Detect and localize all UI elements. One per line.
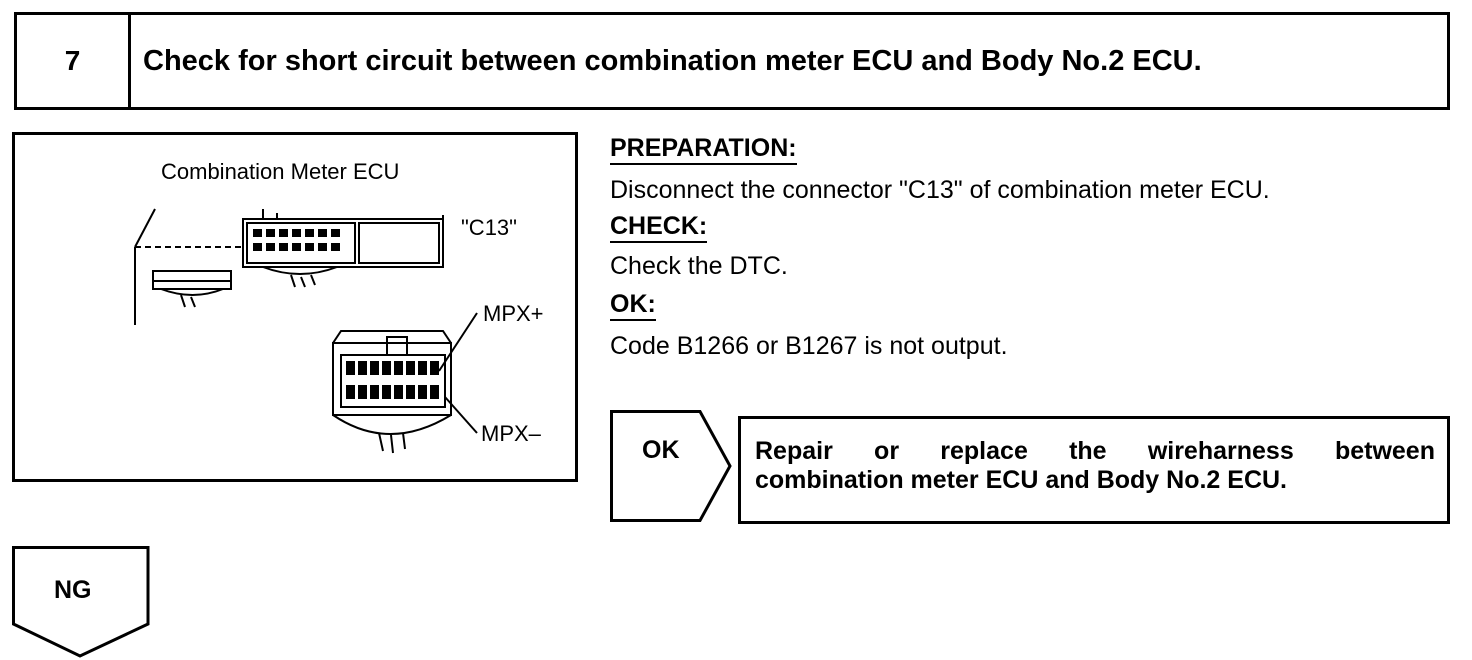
step-title: Check for short circuit between combinat… — [143, 44, 1202, 77]
check-heading: CHECK: — [610, 212, 708, 243]
ok-action-line1: Repair or replace the wireharness betwee… — [755, 437, 1435, 465]
step-header: 7 Check for short circuit between combin… — [14, 12, 1450, 110]
check-text: Check the DTC. — [610, 252, 788, 280]
ok-arrow-shape — [610, 410, 732, 522]
ok-action-line2: combination meter ECU and Body No.2 ECU. — [755, 466, 1288, 494]
connector-diagram: Combination Meter ECU "C13" MPX+ MPX– — [12, 132, 578, 482]
figure-title: Combination Meter ECU — [161, 159, 400, 184]
ng-label: NG — [54, 576, 92, 604]
pin-label-plus: MPX+ — [483, 301, 544, 326]
preparation-heading: PREPARATION: — [610, 134, 797, 165]
ok-heading: OK: — [610, 290, 656, 321]
connector-label: "C13" — [461, 215, 517, 240]
ok-label: OK — [642, 436, 680, 464]
preparation-text: Disconnect the connector "C13" of combin… — [610, 176, 1270, 204]
ok-result-box: Repair or replace the wireharness betwee… — [738, 416, 1450, 524]
pin-label-minus: MPX– — [481, 421, 541, 446]
ng-arrow-shape — [12, 546, 150, 658]
ok-text: Code B1266 or B1267 is not output. — [610, 332, 1008, 360]
step-number: 7 — [17, 15, 131, 107]
connector-illustration — [134, 208, 478, 454]
